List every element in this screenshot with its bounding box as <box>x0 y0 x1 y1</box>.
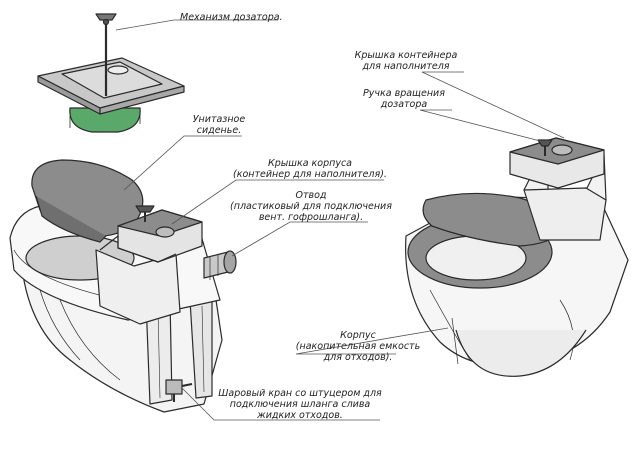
toilet-left-drawing <box>9 159 237 413</box>
label-line: (накопительная емкость <box>295 341 421 352</box>
label-line: Унитазное <box>192 114 246 125</box>
label-line: для отходов). <box>323 352 393 363</box>
label-line: Крышка контейнера <box>354 50 458 61</box>
label-line: (контейнер для наполнителя). <box>233 169 387 180</box>
label-line: вент. гофрошланга). <box>258 212 364 223</box>
label-container-lid: Крышка контейнера для наполнителя <box>346 50 466 72</box>
label-body-lid: Крышка корпуса (контейнер для наполнител… <box>230 158 390 180</box>
label-line: Ручка вращения <box>363 88 445 99</box>
label-line: для наполнителя <box>362 61 450 72</box>
label-outlet: Отвод (пластиковый для подключения вент.… <box>230 190 392 223</box>
label-body: Корпус (накопительная емкость для отходо… <box>292 330 424 363</box>
label-line: Шаровый кран со штуцером для <box>218 388 382 399</box>
label-text: Механизм дозатора. <box>180 12 283 23</box>
label-line: сиденье. <box>196 125 242 136</box>
dispenser-mechanism-drawing <box>37 13 185 133</box>
label-dispenser-mechanism: Механизм дозатора. <box>180 12 283 23</box>
label-ball-valve: Шаровый кран со штуцером для подключения… <box>214 388 386 421</box>
label-line: подключения шланга слива <box>229 399 371 410</box>
toilet-right-drawing <box>405 137 629 377</box>
label-line: жидких отходов. <box>257 410 343 421</box>
label-line: Корпус <box>340 330 376 341</box>
label-toilet-seat: Унитазное сиденье. <box>186 114 252 136</box>
label-line: Крышка корпуса <box>267 158 352 169</box>
label-line: (пластиковый для подключения <box>230 201 392 212</box>
leader-lines <box>115 19 565 421</box>
label-line: дозатора <box>380 99 428 110</box>
label-line: Отвод <box>295 190 327 201</box>
label-dispenser-handle: Ручка вращения дозатора <box>352 88 456 110</box>
